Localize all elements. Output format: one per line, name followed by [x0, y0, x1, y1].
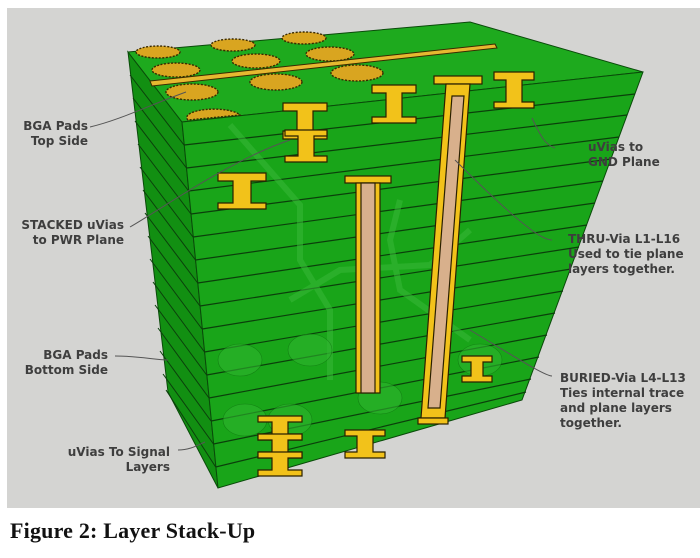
thru-via — [417, 75, 483, 425]
board-front-face — [181, 71, 644, 489]
figure-caption: Figure 2: Layer Stack-Up — [10, 518, 256, 543]
label-buried-via: BURIED-Via L4-L13 Ties internal trace an… — [560, 371, 686, 430]
label-uvias-gnd: uVias to GND Plane — [588, 140, 660, 169]
label-uvias-signal: uVias To Signal Layers — [67, 445, 170, 474]
uvias — [217, 71, 535, 477]
top-trace — [149, 43, 498, 87]
label-stacked-uvias: STACKED uVias to PWR Plane — [21, 218, 124, 247]
leader-lines — [89, 91, 556, 451]
layer-stackup-illustration — [89, 21, 644, 489]
buried-via — [344, 175, 392, 394]
label-bga-pads-top: BGA Pads Top Side — [23, 119, 88, 148]
top-bga-pads — [135, 31, 384, 121]
label-thru-via: THRU-Via L1-L16 Used to tie plane layers… — [568, 232, 684, 276]
label-bga-pads-bottom: BGA Pads Bottom Side — [24, 348, 108, 377]
